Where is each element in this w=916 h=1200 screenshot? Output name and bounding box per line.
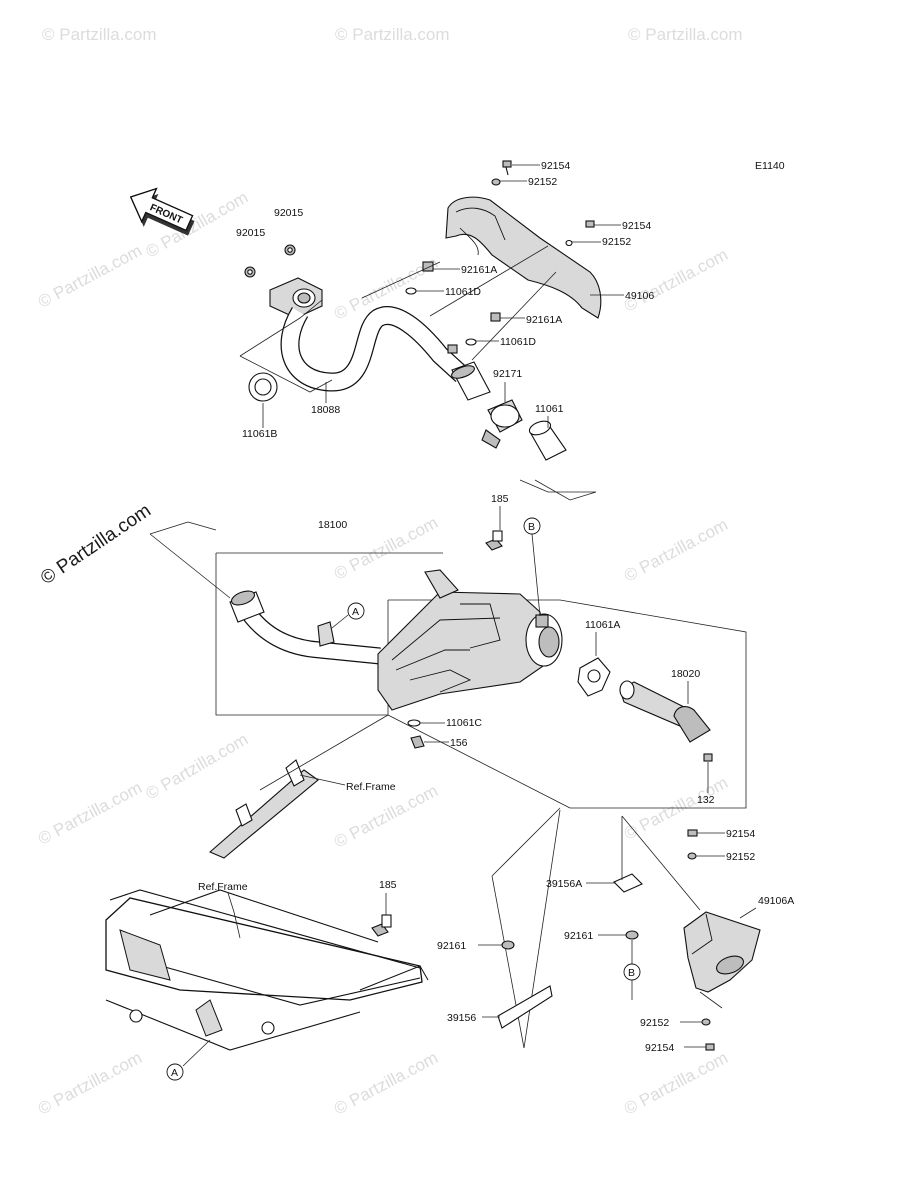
watermark: © Partzilla.com — [621, 515, 731, 586]
part-number: 39156A — [546, 878, 582, 890]
muffler-assembly-group — [149, 521, 747, 1049]
part-number: 92161 — [564, 930, 593, 942]
callout-a-top: A — [347, 602, 365, 620]
copyright-text: © Partzilla.com — [37, 500, 155, 589]
callout-label: A — [171, 1067, 178, 1079]
part-number: 92161A — [526, 314, 562, 326]
part-number: 18100 — [318, 519, 347, 531]
callout-b-bottom: B — [623, 963, 641, 981]
part-number: 185 — [379, 879, 397, 891]
part-number: 92154 — [645, 1042, 674, 1054]
part-number: 92154 — [622, 220, 651, 232]
part-number: 92154 — [726, 828, 755, 840]
part-number: 18020 — [671, 668, 700, 680]
part-number: 92171 — [493, 368, 522, 380]
watermark: © Partzilla.com — [35, 1048, 145, 1119]
part-number-labels: 92154 92152 92154 92152 92015 92015 9216… — [236, 160, 794, 1054]
watermark: © Partzilla.com — [143, 730, 252, 804]
diagram-id: E1140 — [755, 160, 785, 172]
part-number: 39156 — [447, 1012, 476, 1024]
callout-label: A — [352, 606, 359, 618]
part-number: 156 — [450, 737, 468, 749]
lower-heat-guard-group — [497, 815, 761, 1051]
part-number: 92161 — [437, 940, 466, 952]
callout-b-top: B — [523, 517, 541, 535]
part-number: 92015 — [274, 207, 303, 219]
watermark: © Partzilla.com — [143, 188, 252, 262]
watermark: © Partzilla.com — [331, 1048, 441, 1119]
part-number: 18088 — [311, 404, 340, 416]
frame-group — [105, 889, 429, 1051]
watermark: © Partzilla.com — [335, 25, 450, 44]
watermark: © Partzilla.com — [628, 25, 743, 44]
part-number: 92154 — [541, 160, 570, 172]
part-number: 11061A — [585, 619, 620, 631]
part-number: 11061C — [446, 717, 482, 729]
part-number: 92161A — [461, 264, 497, 276]
leader-lines — [182, 164, 757, 1067]
part-number: 92152 — [726, 851, 755, 863]
part-number: 49106 — [625, 290, 654, 302]
part-number: 92152 — [602, 236, 631, 248]
header-pipe-group — [239, 160, 602, 501]
part-number: 92152 — [640, 1017, 669, 1029]
part-number: 132 — [697, 794, 715, 806]
part-number: 92152 — [528, 176, 557, 188]
part-number: 11061D — [500, 336, 536, 348]
watermark: © Partzilla.com — [331, 513, 441, 584]
part-number: 185 — [491, 493, 509, 505]
front-arrow-icon: FRONT — [129, 187, 195, 236]
callout-a-bottom: A — [166, 1063, 184, 1081]
part-number: 49106A — [758, 895, 794, 907]
part-number: 11061B — [242, 428, 277, 440]
ref-frame-label: Ref.Frame — [198, 881, 248, 893]
callout-label: B — [528, 521, 535, 533]
watermark: © Partzilla.com — [621, 245, 731, 316]
ref-frame-label: Ref.Frame — [346, 781, 396, 793]
watermark: © Partzilla.com — [621, 1048, 731, 1119]
part-number: 11061 — [535, 403, 564, 415]
watermark: © Partzilla.com — [35, 241, 145, 312]
watermark: © Partzilla.com — [42, 25, 157, 44]
part-number: 11061D — [445, 286, 481, 298]
callout-label: B — [628, 967, 635, 979]
part-number: 92015 — [236, 227, 265, 239]
watermark: © Partzilla.com — [35, 778, 145, 849]
